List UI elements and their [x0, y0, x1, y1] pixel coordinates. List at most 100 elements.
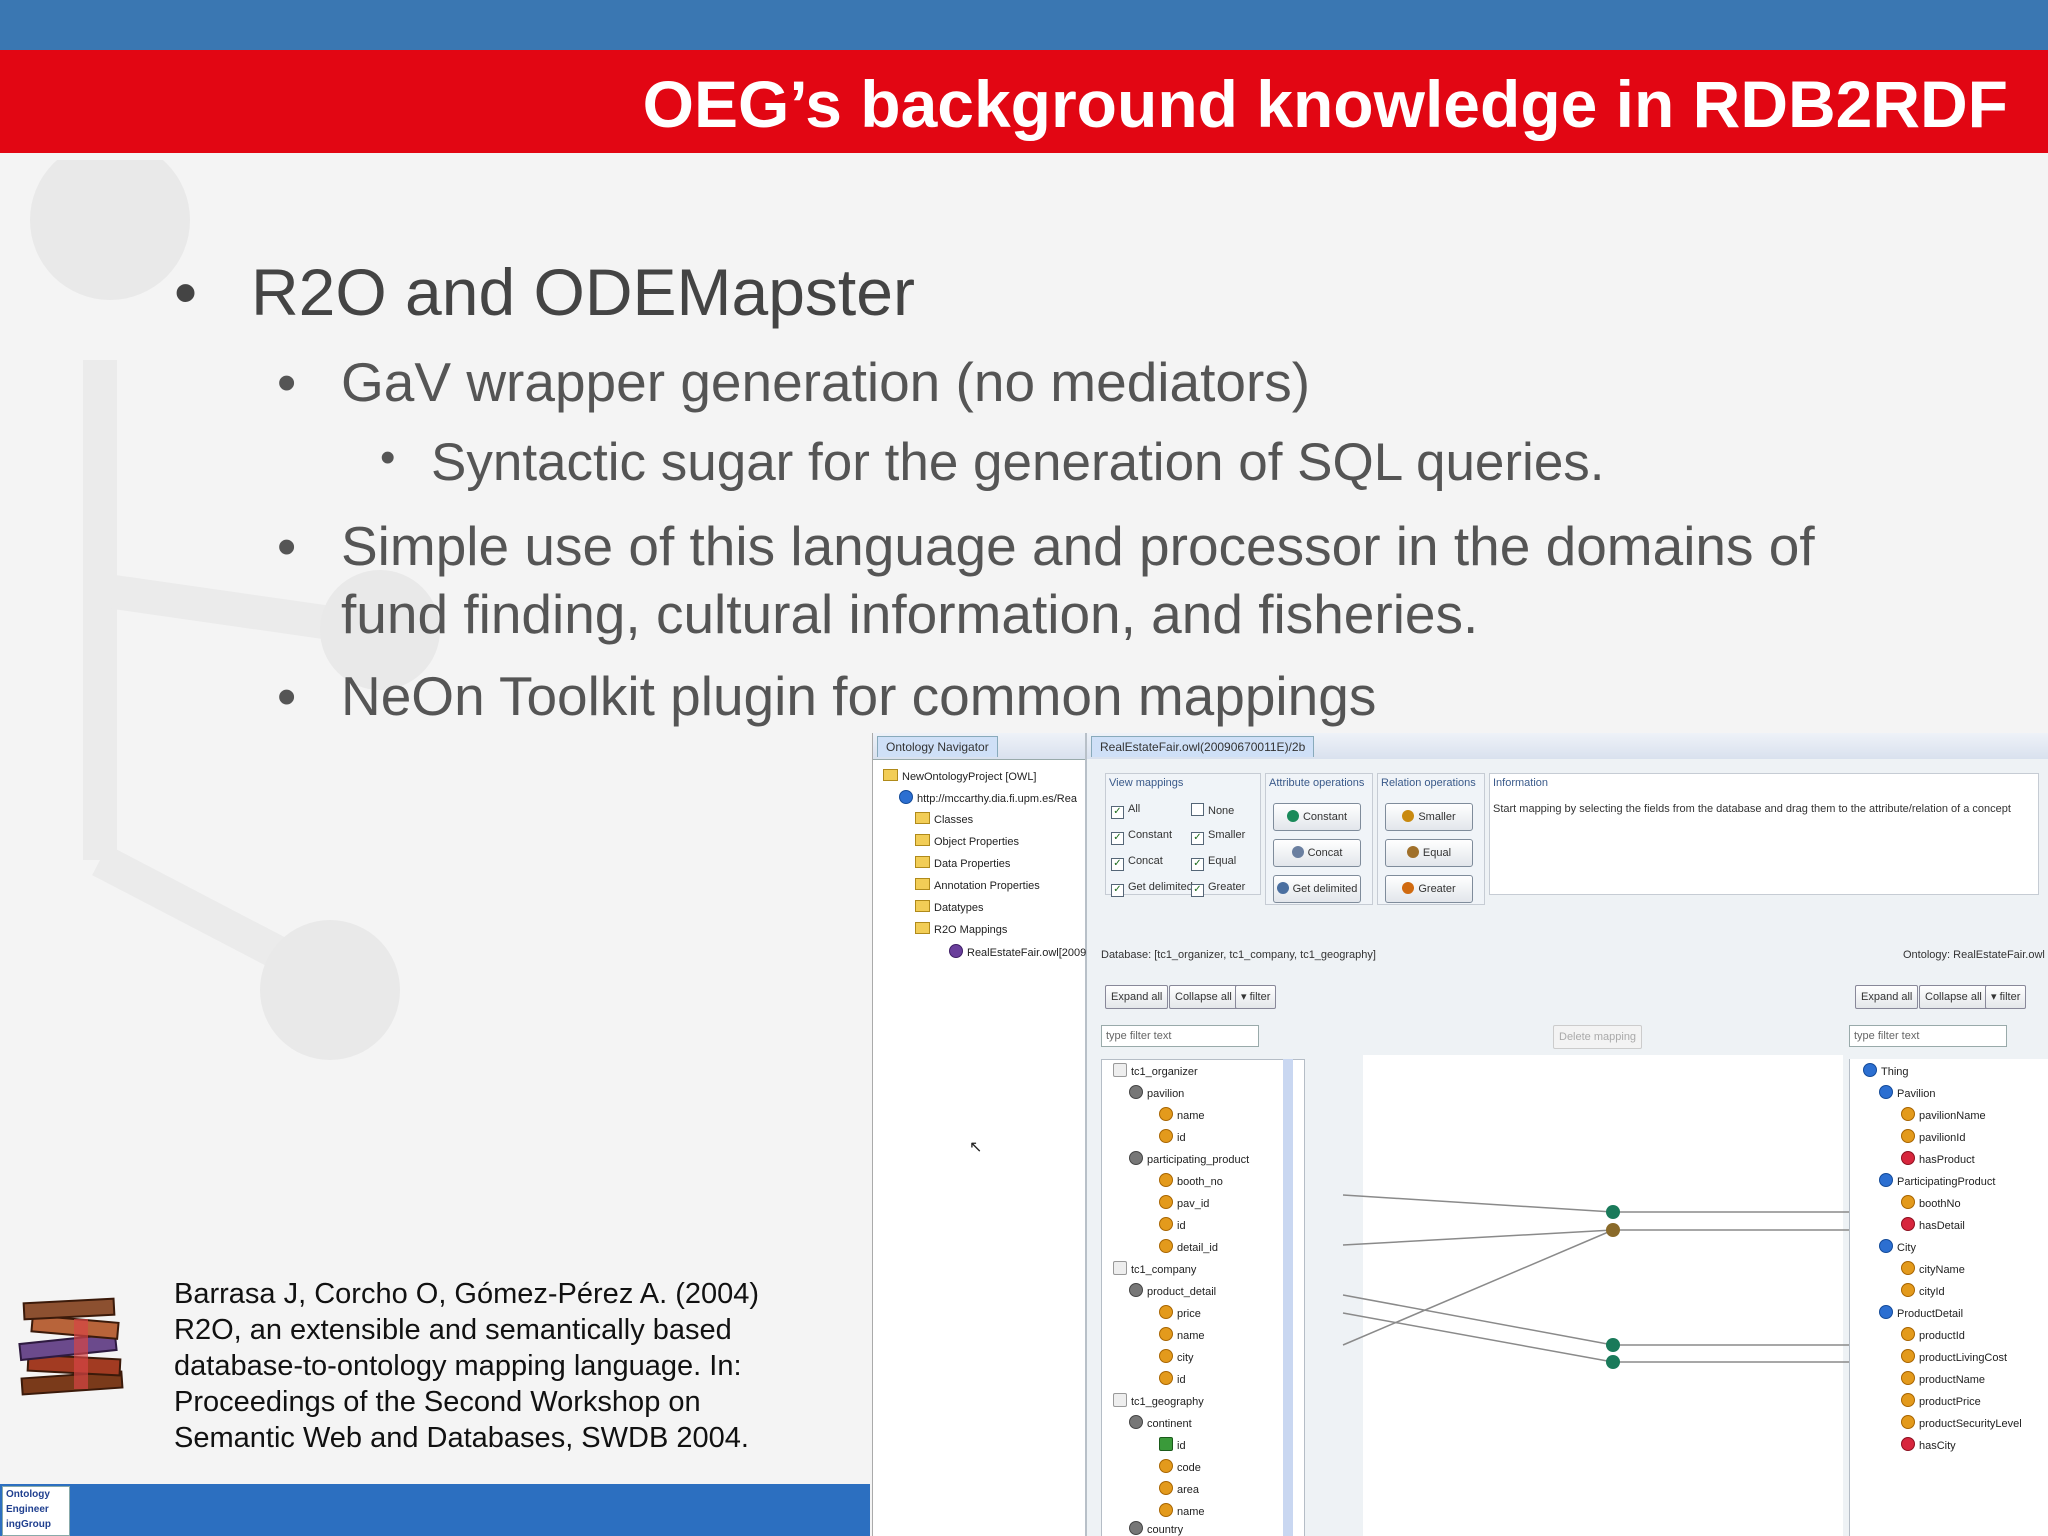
bullet-glyph: • — [277, 515, 297, 577]
onto-node[interactable]: cityId — [1901, 1283, 1945, 1298]
neon-toolkit-screenshot: Ontology Navigator RealEstateFair.owl(20… — [872, 733, 2048, 1536]
reference-line: Barrasa J, Corcho O, Gómez-Pérez A. (200… — [174, 1278, 760, 1310]
check-concat[interactable]: ✓Concat — [1111, 855, 1163, 871]
onto-node[interactable]: productPrice — [1901, 1393, 1981, 1408]
db-node[interactable]: country — [1129, 1521, 1183, 1536]
database-tree-panel — [1101, 1059, 1305, 1536]
check-greater[interactable]: ✓Greater — [1191, 881, 1245, 897]
onto-filter-button[interactable]: ▾ filter — [1985, 985, 2027, 1009]
onto-node[interactable]: cityName — [1901, 1261, 1965, 1276]
onto-node[interactable]: pavilionId — [1901, 1129, 1965, 1144]
onto-node[interactable]: boothNo — [1901, 1195, 1961, 1210]
db-collapse-all-button[interactable]: Collapse all — [1169, 985, 1238, 1009]
tab-editor[interactable]: RealEstateFair.owl(20090670011E)/2b — [1091, 736, 1315, 757]
mapping-lines — [1342, 1194, 1853, 1369]
check-get-delimited[interactable]: ✓Get delimited — [1111, 881, 1193, 897]
tree-item[interactable]: Object Properties — [915, 834, 1019, 848]
concat-button[interactable]: Concat — [1273, 839, 1361, 867]
bullet-level3: Syntactic sugar for the generation of SQ… — [431, 433, 1605, 492]
top-blue-band — [0, 0, 2048, 50]
db-node[interactable]: product_detail — [1129, 1283, 1216, 1298]
onto-node[interactable]: Thing — [1863, 1063, 1909, 1078]
db-node[interactable]: code — [1159, 1459, 1201, 1474]
bullet-glyph: • — [174, 255, 198, 329]
db-node[interactable]: id — [1159, 1371, 1186, 1386]
db-expand-all-button[interactable]: Expand all — [1105, 985, 1169, 1009]
onto-node[interactable]: Pavilion — [1879, 1085, 1936, 1100]
db-node[interactable]: name — [1159, 1107, 1205, 1122]
tree-item[interactable]: Datatypes — [915, 900, 984, 914]
smaller-button[interactable]: Smaller — [1385, 803, 1473, 831]
db-node[interactable]: id — [1159, 1437, 1186, 1452]
db-tree-scrollbar[interactable] — [1283, 1059, 1293, 1536]
onto-node[interactable]: pavilionName — [1901, 1107, 1986, 1122]
editor-tab-header: RealEstateFair.owl(20090670011E)/2b — [1087, 733, 2048, 760]
db-node[interactable]: pavilion — [1129, 1085, 1184, 1100]
db-node[interactable]: booth_no — [1159, 1173, 1223, 1188]
check-all[interactable]: ✓All — [1111, 803, 1140, 819]
db-node[interactable]: city — [1159, 1349, 1194, 1364]
information-label: Information — [1493, 777, 1549, 789]
db-node[interactable]: name — [1159, 1327, 1205, 1342]
db-node[interactable]: tc1_company — [1113, 1261, 1196, 1276]
check-constant[interactable]: ✓Constant — [1111, 829, 1172, 845]
tree-item[interactable]: Data Properties — [915, 856, 1010, 870]
slide-title: OEG’s background knowledge in RDB2RDF — [642, 67, 2008, 141]
db-node[interactable]: price — [1159, 1305, 1201, 1320]
tree-item[interactable]: http://mccarthy.dia.fi.upm.es/Rea — [899, 790, 1077, 805]
delete-mapping-button[interactable]: Delete mapping — [1553, 1025, 1643, 1049]
tree-item[interactable]: R2O Mappings — [915, 922, 1007, 936]
reference-line: Proceedings of the Second Workshop on — [174, 1386, 701, 1418]
onto-node[interactable]: productName — [1901, 1371, 1985, 1386]
reference-line: database-to-ontology mapping language. I… — [174, 1350, 742, 1382]
bullet-level2: Simple use of this language and processo… — [341, 515, 1815, 577]
mapping-canvas[interactable] — [1363, 1055, 1843, 1536]
check-equal[interactable]: ✓Equal — [1191, 855, 1236, 871]
bullet-level2-continuation: fund finding, cultural information, and … — [341, 583, 1479, 645]
tree-item[interactable]: NewOntologyProject [OWL] — [883, 769, 1037, 783]
equal-button[interactable]: Equal — [1385, 839, 1473, 867]
db-node[interactable]: tc1_geography — [1113, 1393, 1204, 1408]
check-none[interactable]: None — [1191, 803, 1234, 817]
view-mappings-box — [1105, 773, 1261, 895]
background-molecule-graphic — [30, 160, 440, 1060]
db-node[interactable]: name — [1159, 1503, 1205, 1518]
db-filter-button[interactable]: ▾ filter — [1235, 985, 1277, 1009]
mouse-cursor-icon: ↖ — [969, 1139, 983, 1156]
onto-node[interactable]: productLivingCost — [1901, 1349, 2007, 1364]
view-mappings-label: View mappings — [1109, 777, 1184, 789]
bullet-glyph: • — [277, 351, 297, 413]
db-node[interactable]: continent — [1129, 1415, 1192, 1430]
greater-button[interactable]: Greater — [1385, 875, 1473, 903]
db-node[interactable]: detail_id — [1159, 1239, 1218, 1254]
check-smaller[interactable]: ✓Smaller — [1191, 829, 1245, 845]
oeg-logo: Ontology Engineer ingGroup — [2, 1486, 70, 1536]
onto-filter-input[interactable]: type filter text — [1849, 1025, 2007, 1047]
onto-collapse-all-button[interactable]: Collapse all — [1919, 985, 1988, 1009]
onto-node[interactable]: ProductDetail — [1879, 1305, 1963, 1320]
tree-item[interactable]: Classes — [915, 812, 973, 826]
get-delimited-button[interactable]: Get delimited — [1273, 875, 1361, 903]
db-node[interactable]: pav_id — [1159, 1195, 1209, 1210]
db-filter-input[interactable]: type filter text — [1101, 1025, 1259, 1047]
db-node[interactable]: area — [1159, 1481, 1199, 1496]
tree-item[interactable]: RealEstateFair.owl[2009 — [949, 944, 1086, 959]
onto-expand-all-button[interactable]: Expand all — [1855, 985, 1919, 1009]
db-node[interactable]: tc1_organizer — [1113, 1063, 1198, 1078]
constant-button[interactable]: Constant — [1273, 803, 1361, 831]
onto-node[interactable]: productSecurityLevel — [1901, 1415, 2022, 1430]
tab-ontology-navigator[interactable]: Ontology Navigator — [877, 736, 998, 757]
tree-item[interactable]: Annotation Properties — [915, 878, 1040, 892]
onto-node[interactable]: ParticipatingProduct — [1879, 1173, 1995, 1188]
information-text: Start mapping by selecting the fields fr… — [1493, 803, 2011, 815]
information-box — [1489, 773, 2039, 895]
bullet-level2: NeOn Toolkit plugin for common mappings — [341, 665, 1377, 727]
onto-node[interactable]: productId — [1901, 1327, 1965, 1342]
db-node[interactable]: id — [1159, 1129, 1186, 1144]
db-node[interactable]: participating_product — [1129, 1151, 1249, 1166]
onto-node[interactable]: hasProduct — [1901, 1151, 1975, 1166]
onto-node[interactable]: hasDetail — [1901, 1217, 1965, 1232]
onto-node[interactable]: hasCity — [1901, 1437, 1956, 1452]
db-node[interactable]: id — [1159, 1217, 1186, 1232]
onto-node[interactable]: City — [1879, 1239, 1916, 1254]
